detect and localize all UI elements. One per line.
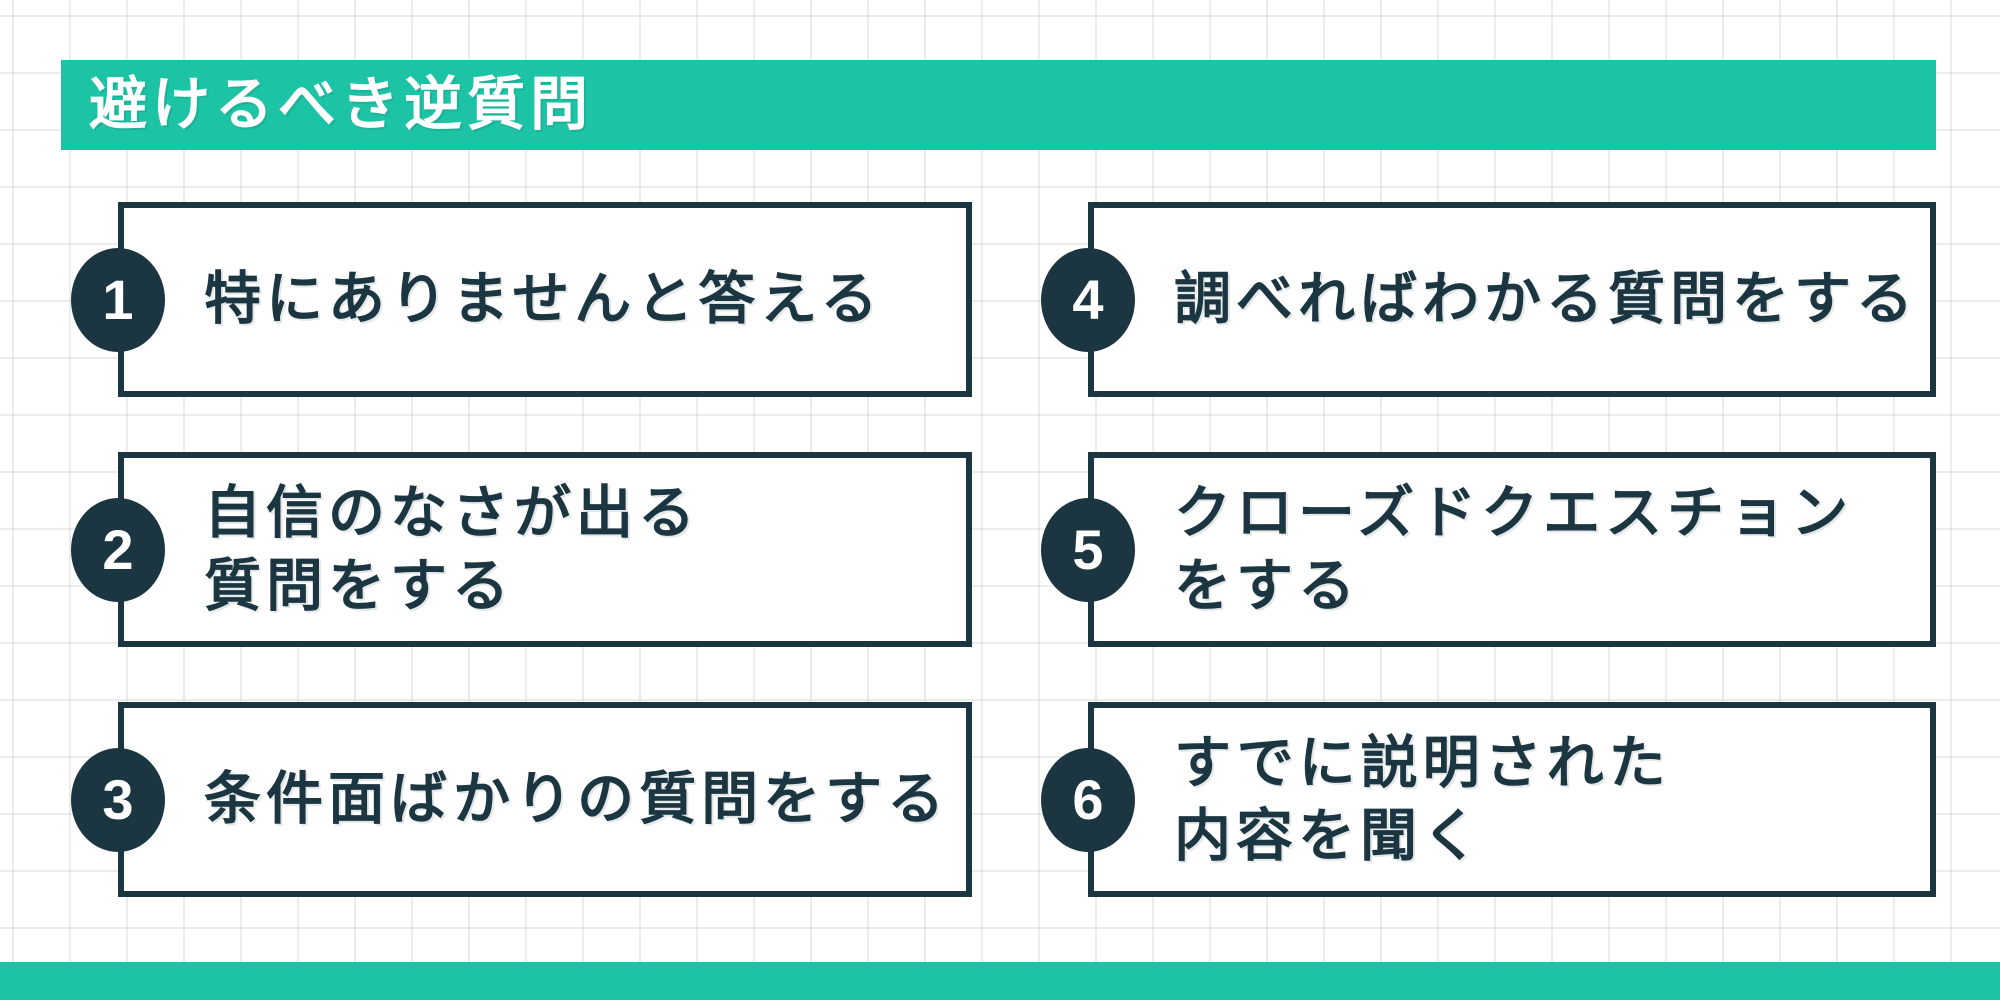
item-card-2: 2 自信のなさが出る 質問をする <box>71 452 972 647</box>
item-card-6: 6 すでに説明された 内容を聞く <box>1041 702 1936 897</box>
item-number-badge-1: 1 <box>71 247 165 352</box>
item-card-1: 1 特にありませんと答える <box>71 202 972 397</box>
item-card-4: 4 調べればわかる質問をする <box>1041 202 1936 397</box>
page-title: 避けるべき逆質問 <box>89 72 594 137</box>
footer-bar <box>0 962 2000 1000</box>
item-number-badge-4: 4 <box>1041 247 1135 352</box>
item-number-badge-5: 5 <box>1041 497 1135 602</box>
item-text-6: すでに説明された 内容を聞く <box>1174 731 1671 868</box>
item-text-1: 特にありませんと答える <box>204 267 883 332</box>
item-text-3: 条件面ばかりの質問をする <box>204 767 950 832</box>
item-card-5: 5 クローズドクエスチョン をする <box>1041 452 1936 647</box>
item-text-5: クローズドクエスチョン をする <box>1174 481 1854 618</box>
item-text-2: 自信のなさが出る 質問をする <box>204 481 700 618</box>
item-number-badge-6: 6 <box>1041 747 1135 852</box>
item-number-badge-3: 3 <box>71 747 165 852</box>
item-number-badge-2: 2 <box>71 497 165 602</box>
item-text-4: 調べればわかる質問をする <box>1174 267 1918 332</box>
header-bar: 避けるべき逆質問 <box>61 60 1936 150</box>
item-card-3: 3 条件面ばかりの質問をする <box>71 702 972 897</box>
